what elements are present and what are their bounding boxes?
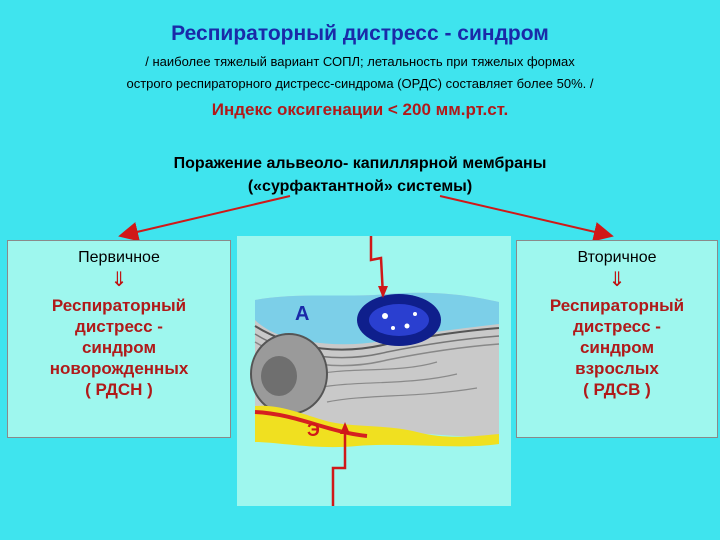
alveolar-membrane-illustration: А Э bbox=[237, 236, 511, 506]
primary-heading: Первичное bbox=[78, 249, 160, 266]
subtitle-line-1: / наиболее тяжелый вариант СОПЛ; летальн… bbox=[145, 54, 575, 69]
primary-box: Первичное ⇓ Респираторный дистресс - син… bbox=[7, 240, 231, 438]
arrow-to-primary bbox=[118, 195, 291, 242]
secondary-box: Вторичное ⇓ Респираторный дистресс - син… bbox=[516, 240, 718, 438]
lesion-line-1: Поражение альвеоло- капиллярной мембраны bbox=[173, 155, 547, 172]
interstitium bbox=[255, 405, 499, 448]
down-arrow-icon: ⇓ bbox=[110, 269, 128, 291]
lesion-line-2: («сурфактантной» системы) bbox=[247, 178, 473, 195]
erythrocyte-center bbox=[369, 304, 429, 336]
oxygenation-index: Индекс оксигенации < 200 мм.рт.ст. bbox=[211, 100, 509, 119]
subtitle-line-2: острого респираторного дистресс-синдрома… bbox=[126, 76, 594, 91]
membrane-lesion-caption: Поражение альвеоло- капиллярной мембраны… bbox=[0, 152, 720, 198]
lightning-bottom-icon bbox=[331, 426, 347, 506]
secondary-description: Респираторный дистресс - синдром взрослы… bbox=[549, 296, 685, 399]
lightning-top-icon bbox=[369, 236, 385, 297]
label-alveolus: А bbox=[295, 303, 309, 325]
label-endothelium: Э bbox=[307, 420, 320, 440]
secondary-heading: Вторичное bbox=[577, 249, 657, 266]
page-title: Респираторный дистресс - синдром bbox=[171, 22, 549, 45]
cell-nucleus bbox=[261, 356, 297, 396]
primary-description: Респираторный дистресс - синдром новорож… bbox=[49, 296, 189, 399]
down-arrow-icon: ⇓ bbox=[608, 269, 626, 291]
capillary-wall bbox=[254, 410, 368, 438]
arrow-to-secondary bbox=[439, 195, 614, 242]
